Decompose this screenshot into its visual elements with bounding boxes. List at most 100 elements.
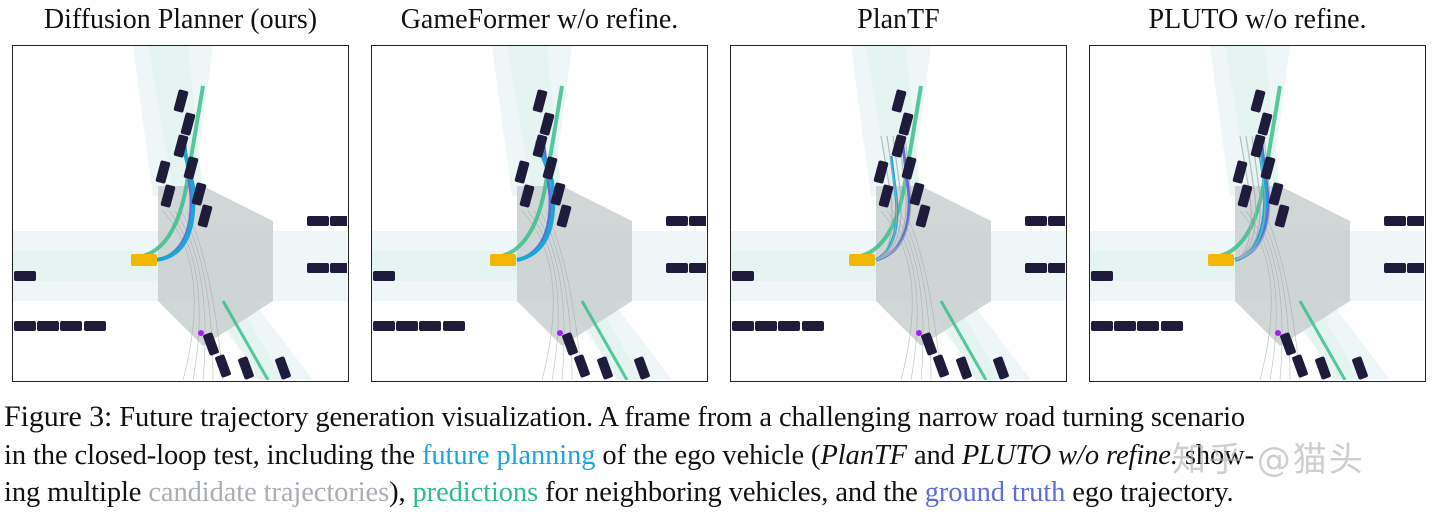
neighbor-vehicle: [956, 356, 972, 380]
neighbor-vehicle: [732, 271, 754, 281]
caption-text: Future trajectory generation visualizati…: [112, 402, 1246, 433]
junction: [517, 186, 632, 346]
neighbor-vehicle: [160, 184, 176, 208]
neighbor-vehicle: [556, 204, 572, 228]
neighbor-vehicle: [898, 112, 914, 136]
neighbor-vehicle: [891, 134, 907, 158]
figure-label: Figure 3:: [4, 400, 113, 433]
neighbor-vehicle: [1025, 216, 1047, 226]
neighbor-vehicle: [1137, 321, 1159, 331]
neighbor-vehicle: [155, 160, 171, 184]
neighbor-vehicle: [542, 156, 558, 180]
pedestrian: [198, 330, 204, 336]
junction: [158, 186, 273, 346]
neighbor-vehicle: [1280, 332, 1296, 356]
neighbor-vehicle: [778, 321, 800, 331]
neighbor-vehicle: [203, 332, 219, 356]
neighbor-vehicle: [666, 216, 688, 226]
future-planning-label: future planning: [421, 439, 596, 471]
neighbor-vehicle: [330, 216, 347, 226]
neighbor-vehicle: [191, 182, 207, 206]
neighbor-vehicle: [183, 156, 199, 180]
panel-diffusion: [12, 45, 349, 382]
ego-vehicle: [131, 254, 157, 266]
neighbor-vehicle: [1250, 89, 1266, 113]
neighbor-vehicle: [197, 204, 213, 228]
neighbor-vehicle: [532, 134, 548, 158]
scene-pluto: [1090, 46, 1424, 380]
neighbor-vehicle: [550, 182, 566, 206]
neighbor-vehicle: [1091, 271, 1113, 281]
junction: [876, 186, 991, 346]
prediction-path-south: [1298, 300, 1347, 380]
neighbor-vehicle: [802, 321, 824, 331]
neighbor-vehicle: [14, 321, 36, 331]
lane-line: [168, 210, 200, 380]
neighbor-vehicle: [1161, 321, 1183, 331]
neighbor-vehicle: [532, 89, 548, 113]
neighbor-vehicle: [180, 112, 196, 136]
neighbor-vehicle: [1250, 134, 1266, 158]
prediction-path-south: [580, 300, 629, 380]
neighbor-vehicle: [993, 356, 1009, 380]
ego-vehicle: [490, 254, 516, 266]
pedestrian: [1275, 330, 1281, 336]
future-planning-path: [516, 140, 556, 262]
watermark: 知乎 @猫头: [1172, 440, 1365, 480]
neighbor-vehicle: [878, 184, 894, 208]
caption-line-3: ing multiple candidate trajectories), pr…: [4, 474, 1436, 512]
neighbor-vehicle: [562, 332, 578, 356]
neighbor-vehicle: [732, 321, 754, 331]
plantf-ref: PlanTF: [820, 439, 907, 471]
neighbor-vehicle: [1257, 112, 1273, 136]
neighbor-vehicle: [443, 321, 465, 331]
lane-line: [904, 210, 942, 380]
panel-title-plantf: PlanTF: [857, 4, 940, 35]
panel-title-gameformer: GameFormer w/o refine.: [400, 4, 679, 35]
neighbor-vehicle: [1237, 184, 1253, 208]
neighbor-vehicle: [373, 271, 395, 281]
neighbor-vehicle: [1025, 263, 1047, 273]
neighbor-vehicle: [909, 182, 925, 206]
figure-caption: Figure 3: Future trajectory generation v…: [4, 398, 1436, 512]
neighbor-vehicle: [574, 354, 590, 378]
neighbor-vehicle: [1114, 321, 1136, 331]
caption-text: in the closed-loop test, including the: [4, 439, 422, 471]
caption-line-2: in the closed-loop test, including the f…: [4, 437, 1436, 475]
neighbor-vehicle: [238, 356, 254, 380]
neighbor-vehicle: [634, 356, 650, 380]
neighbor-vehicle: [1048, 216, 1065, 226]
pedestrian: [916, 330, 922, 336]
neighbor-vehicle: [891, 89, 907, 113]
neighbor-vehicle: [396, 321, 418, 331]
neighbor-vehicle: [1048, 263, 1065, 273]
caption-text: ing multiple: [4, 477, 149, 508]
neighbor-vehicle: [666, 263, 688, 273]
neighbor-vehicle: [689, 263, 706, 273]
neighbor-vehicle: [597, 356, 613, 380]
neighbor-vehicle: [173, 89, 189, 113]
neighbor-vehicle: [921, 332, 937, 356]
caption-text: and: [906, 439, 962, 471]
neighbor-vehicle: [60, 321, 82, 331]
neighbor-vehicle: [419, 321, 441, 331]
neighbor-vehicle: [1315, 356, 1331, 380]
pedestrian: [557, 330, 563, 336]
lane-line: [533, 210, 565, 380]
caption-text: show-: [1177, 439, 1255, 471]
neighbor-vehicle: [330, 263, 347, 273]
caption-text: ),: [389, 477, 413, 508]
panel-title-diffusion: Diffusion Planner (ours): [43, 4, 318, 35]
neighbor-vehicle: [514, 160, 530, 184]
caption-text: ego trajectory.: [1065, 477, 1234, 508]
neighbor-vehicle: [1384, 263, 1406, 273]
neighbor-vehicle: [1260, 156, 1276, 180]
neighbor-vehicle: [1091, 321, 1113, 331]
future-planning-path: [154, 135, 196, 262]
panel-pluto: [1089, 45, 1426, 382]
neighbor-vehicle: [84, 321, 106, 331]
caption-text: of the ego vehicle (: [595, 439, 821, 471]
prediction-path: [142, 85, 205, 258]
lane-line: [1251, 210, 1283, 380]
neighbor-vehicle: [1407, 216, 1424, 226]
